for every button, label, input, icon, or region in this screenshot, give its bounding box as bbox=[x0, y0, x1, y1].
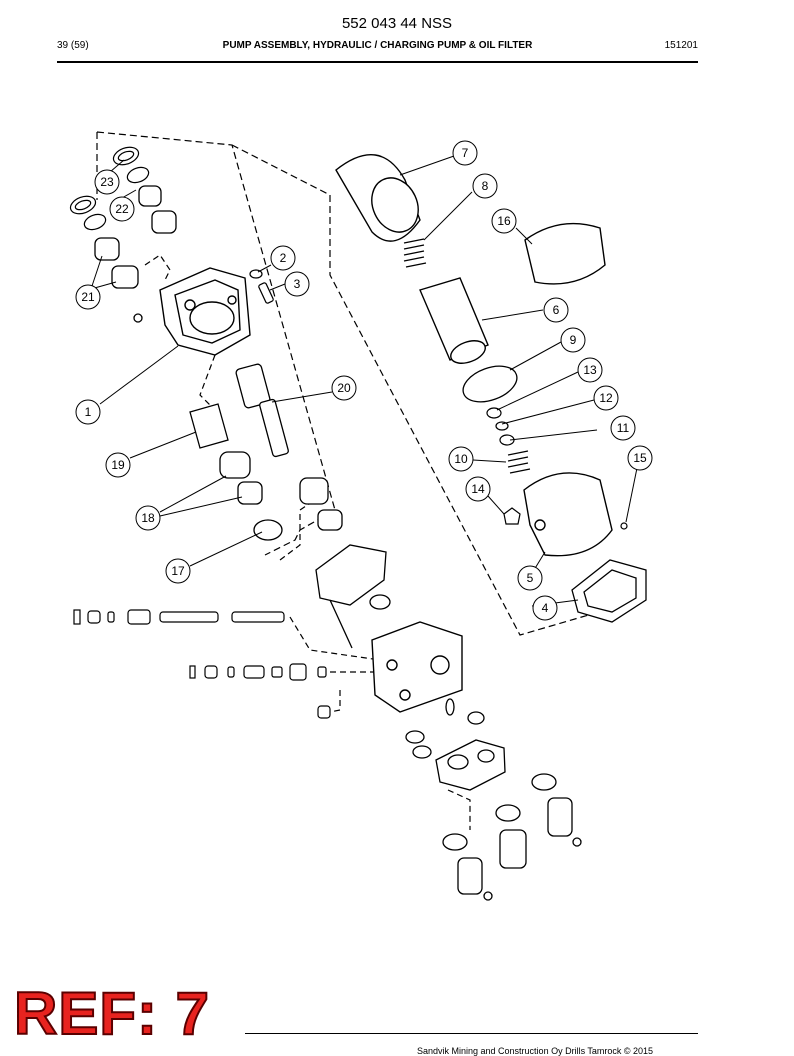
seal-rings-left bbox=[69, 146, 150, 231]
spool-parts-row-1 bbox=[73, 609, 285, 625]
callout-18: 18 bbox=[135, 505, 161, 531]
filter-element bbox=[419, 277, 489, 364]
callout-8: 8 bbox=[472, 173, 498, 199]
callout-label: 11 bbox=[617, 421, 630, 435]
callout-21: 21 bbox=[75, 284, 101, 310]
callout-17: 17 bbox=[165, 558, 191, 584]
callout-1: 1 bbox=[75, 399, 101, 425]
callout-label: 1 bbox=[85, 405, 92, 419]
gear-set-bottom bbox=[442, 773, 582, 901]
callout-3: 3 bbox=[284, 271, 310, 297]
o-ring-9 bbox=[462, 365, 518, 403]
callout-label: 8 bbox=[482, 179, 489, 193]
callout-6: 6 bbox=[543, 297, 569, 323]
page-title: PUMP ASSEMBLY, HYDRAULIC / CHARGING PUMP… bbox=[222, 40, 533, 51]
callout-9: 9 bbox=[560, 327, 586, 353]
callout-label: 7 bbox=[462, 146, 469, 160]
assembly-dash-outline-left bbox=[96, 131, 336, 556]
callout-20: 20 bbox=[331, 375, 357, 401]
footer-rule bbox=[245, 1033, 698, 1034]
assembly-dash-guide-3 bbox=[279, 499, 316, 561]
callout-23: 23 bbox=[94, 169, 120, 195]
rear-cover bbox=[405, 698, 506, 791]
callout-label: 20 bbox=[337, 381, 351, 395]
drive-shaft bbox=[189, 363, 289, 458]
bushings-left bbox=[94, 185, 177, 323]
callout-label: 3 bbox=[294, 277, 301, 291]
callout-7: 7 bbox=[452, 140, 478, 166]
assembly-dash-outline-right bbox=[329, 195, 641, 636]
ref-stamp: REF: 7 bbox=[13, 980, 211, 1047]
callout-label: 23 bbox=[100, 175, 114, 189]
footer-copyright: Sandvik Mining and Construction Oy Drill… bbox=[417, 1046, 654, 1056]
filter-bowl bbox=[335, 154, 421, 242]
callout-14: 14 bbox=[465, 476, 491, 502]
callout-label: 4 bbox=[542, 601, 549, 615]
cover-plate bbox=[524, 222, 606, 285]
callout-label: 15 bbox=[633, 451, 647, 465]
valve-body bbox=[371, 621, 463, 713]
gasket-4 bbox=[571, 559, 647, 623]
callout-label: 18 bbox=[141, 511, 155, 525]
callout-label: 17 bbox=[171, 564, 185, 578]
callout-label: 16 bbox=[497, 214, 511, 228]
callout-10: 10 bbox=[448, 446, 474, 472]
assembly-dash-guide-4 bbox=[289, 616, 381, 661]
callout-19: 19 bbox=[105, 452, 131, 478]
callout-label: 12 bbox=[599, 391, 613, 405]
filter-head bbox=[523, 472, 613, 557]
doc-number: 552 043 44 NSS bbox=[341, 15, 453, 32]
page-header: 39 (59) PUMP ASSEMBLY, HYDRAULIC / CHARG… bbox=[57, 40, 698, 54]
adapter-plate bbox=[315, 544, 391, 649]
callout-label: 22 bbox=[115, 202, 129, 216]
callout-16: 16 bbox=[491, 208, 517, 234]
callout-11: 11 bbox=[610, 415, 636, 441]
assembly-dash-guide-6 bbox=[329, 690, 341, 713]
callout-label: 14 bbox=[471, 482, 485, 496]
page-count: 39 (59) bbox=[57, 40, 89, 51]
bolt-2-3 bbox=[249, 269, 274, 304]
header-rule bbox=[57, 61, 698, 63]
callout-4: 4 bbox=[532, 595, 558, 621]
assembly-dash-outline-top bbox=[231, 144, 331, 196]
callout-label: 6 bbox=[553, 303, 560, 317]
callout-label: 9 bbox=[570, 333, 577, 347]
bearings-18 bbox=[219, 451, 343, 541]
callout-label: 10 bbox=[454, 452, 468, 466]
pump-housing bbox=[159, 267, 251, 356]
date-code: 151201 bbox=[664, 40, 698, 51]
spool-parts-row-2 bbox=[189, 663, 331, 719]
assembly-dash-guide-7 bbox=[447, 789, 471, 830]
callout-5: 5 bbox=[517, 565, 543, 591]
callout-label: 5 bbox=[527, 571, 534, 585]
callout-label: 21 bbox=[81, 290, 95, 304]
callout-15: 15 bbox=[627, 445, 653, 471]
valve-small-parts bbox=[486, 407, 628, 530]
filter-spring bbox=[403, 238, 427, 268]
assembly-dash-guide bbox=[144, 254, 171, 281]
assembly-dash-guide-2 bbox=[199, 354, 216, 411]
callout-2: 2 bbox=[270, 245, 296, 271]
callout-12: 12 bbox=[593, 385, 619, 411]
callout-label: 13 bbox=[583, 363, 597, 377]
callout-13: 13 bbox=[577, 357, 603, 383]
leader-lines bbox=[90, 155, 638, 607]
callout-label: 2 bbox=[280, 251, 287, 265]
callout-22: 22 bbox=[109, 196, 135, 222]
callout-label: 19 bbox=[111, 458, 125, 472]
